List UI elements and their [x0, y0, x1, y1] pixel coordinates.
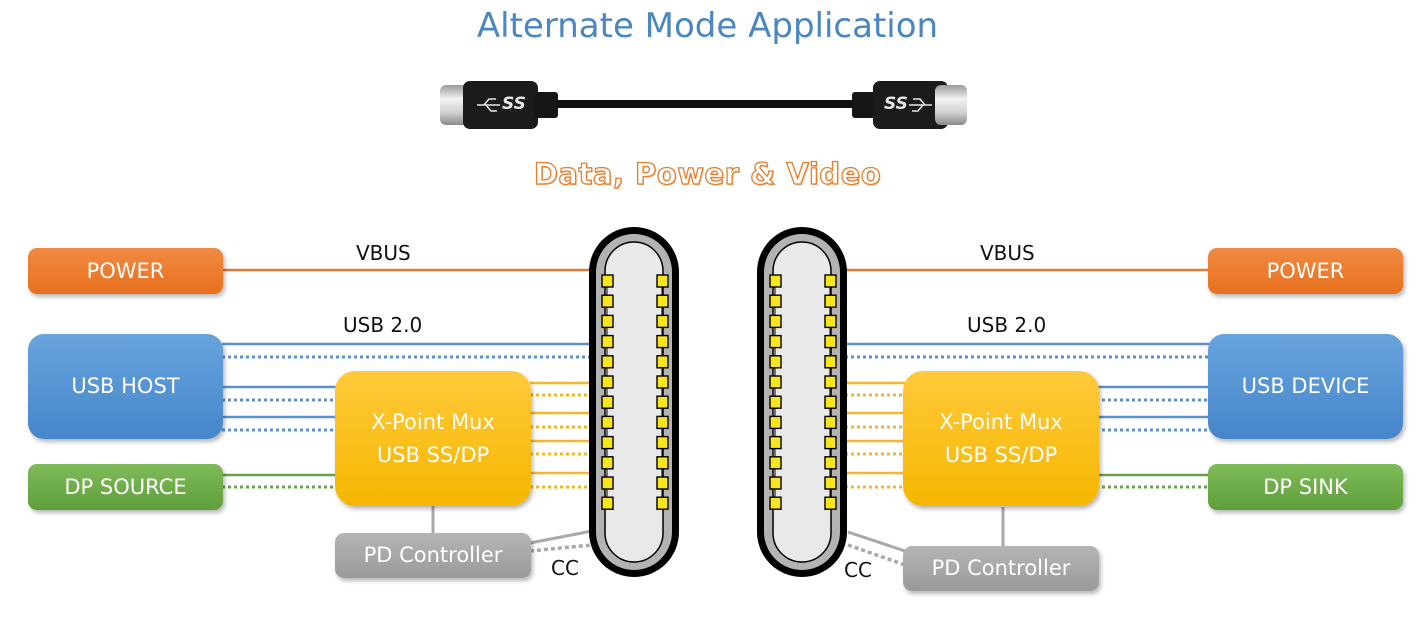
pin-left-a11 [601, 476, 614, 490]
usb2-label-left: USB 2.0 [343, 313, 423, 337]
pin-right-b12 [824, 496, 837, 510]
pd-controller-label-left: PD Controller [363, 543, 503, 567]
dp-source-label: DP SOURCE [64, 474, 187, 499]
pin-right-a6 [769, 375, 782, 389]
pin-right-b9 [824, 435, 837, 450]
pin-right-b11 [824, 476, 837, 490]
left-plug-strain [534, 92, 558, 118]
pin-left-b8 [656, 415, 669, 430]
usb-device-label: USB DEVICE [1241, 374, 1370, 398]
pin-left-b10 [656, 456, 669, 470]
power-label-right: POWER [1266, 258, 1345, 283]
pin-right-b4 [824, 334, 837, 349]
pin-left-a5 [601, 355, 614, 369]
usb-host-label: USB HOST [71, 374, 180, 398]
left-wires [222, 268, 593, 553]
pin-left-b12 [656, 496, 669, 510]
pin-left-b9 [656, 435, 669, 450]
cc-line-left-solid [529, 529, 593, 545]
pin-right-b1 [824, 274, 837, 288]
pin-left-a1 [601, 274, 614, 288]
pin-left-b3 [656, 314, 669, 329]
pd-controller-block-right: PD Controller [903, 546, 1099, 591]
mux-label-line1-right: X-Point Mux [939, 409, 1063, 434]
pin-right-b6 [824, 375, 837, 389]
dp-sink-block: DP SINK [1208, 464, 1403, 510]
pin-right-a1 [769, 274, 782, 288]
dp-sink-label: DP SINK [1263, 474, 1348, 499]
pin-left-a2 [601, 294, 614, 308]
power-block-left: POWER [28, 248, 223, 294]
pin-right-a10 [769, 456, 782, 470]
vbus-label-left: VBUS [356, 241, 411, 265]
pin-left-b7 [656, 395, 669, 409]
mux-label-line2-left: USB SS/DP [376, 442, 490, 467]
pin-left-a9 [601, 435, 614, 450]
pd-controller-label-right: PD Controller [931, 556, 1071, 580]
pin-right-b3 [824, 314, 837, 329]
ss-logo-left: SS [502, 94, 526, 114]
usb-device-block: USB DEVICE [1208, 334, 1403, 439]
pin-left-b11 [656, 476, 669, 490]
pin-left-b5 [656, 355, 669, 369]
power-label-left: POWER [86, 258, 165, 283]
pin-left-b2 [656, 294, 669, 308]
usb-host-block: USB HOST [28, 334, 223, 439]
pin-right-a11 [769, 476, 782, 490]
pin-right-b10 [824, 456, 837, 470]
pin-right-a7 [769, 395, 782, 409]
mux-label-line2-right: USB SS/DP [944, 442, 1058, 467]
usb2-label-right: USB 2.0 [967, 313, 1047, 337]
pin-left-b6 [656, 375, 669, 389]
cc-label-right: CC [844, 558, 872, 582]
pin-right-b2 [824, 294, 837, 308]
diagram-subtitle: Data, Power & Video [533, 156, 882, 191]
pin-left-a10 [601, 456, 614, 470]
cc-label-left: CC [551, 556, 579, 580]
right-plug-strain [852, 92, 876, 118]
power-block-right: POWER [1208, 248, 1403, 294]
xpoint-mux-block-left: X-Point Mux USB SS/DP [335, 371, 531, 506]
cc-line-left-dotted [529, 543, 593, 553]
connector-pins [601, 274, 837, 510]
pin-right-a9 [769, 435, 782, 450]
pin-left-a12 [601, 496, 614, 510]
pin-left-a8 [601, 415, 614, 430]
dp-source-block: DP SOURCE [28, 464, 223, 510]
pin-right-a12 [769, 496, 782, 510]
pd-controller-block-left: PD Controller [335, 533, 531, 578]
right-wires [845, 268, 1210, 568]
pin-right-a8 [769, 415, 782, 430]
pin-right-a5 [769, 355, 782, 369]
pin-left-a4 [601, 334, 614, 349]
usb-c-cable-image [440, 81, 967, 129]
xpoint-mux-block-right: X-Point Mux USB SS/DP [903, 371, 1099, 506]
usb-trident-icon-left [477, 98, 500, 112]
pin-right-a4 [769, 334, 782, 349]
cable-wire [550, 100, 862, 108]
pin-left-b1 [656, 274, 669, 288]
diagram-title: Alternate Mode Application [476, 6, 939, 46]
pin-left-a3 [601, 314, 614, 329]
right-plug-metal [935, 85, 967, 125]
pin-right-b5 [824, 355, 837, 369]
usb-trident-icon-right [909, 98, 932, 112]
cc-line-right-dotted [847, 543, 909, 568]
pin-right-a3 [769, 314, 782, 329]
pin-right-b8 [824, 415, 837, 430]
pin-right-b7 [824, 395, 837, 409]
ss-logo-right: SS [884, 94, 908, 114]
cc-line-right-solid [847, 530, 909, 554]
pin-right-a2 [769, 294, 782, 308]
mux-label-line1-left: X-Point Mux [371, 409, 495, 434]
pin-left-a7 [601, 395, 614, 409]
left-plug-body [463, 81, 538, 129]
pin-left-b4 [656, 334, 669, 349]
pin-left-a6 [601, 375, 614, 389]
vbus-label-right: VBUS [980, 241, 1035, 265]
